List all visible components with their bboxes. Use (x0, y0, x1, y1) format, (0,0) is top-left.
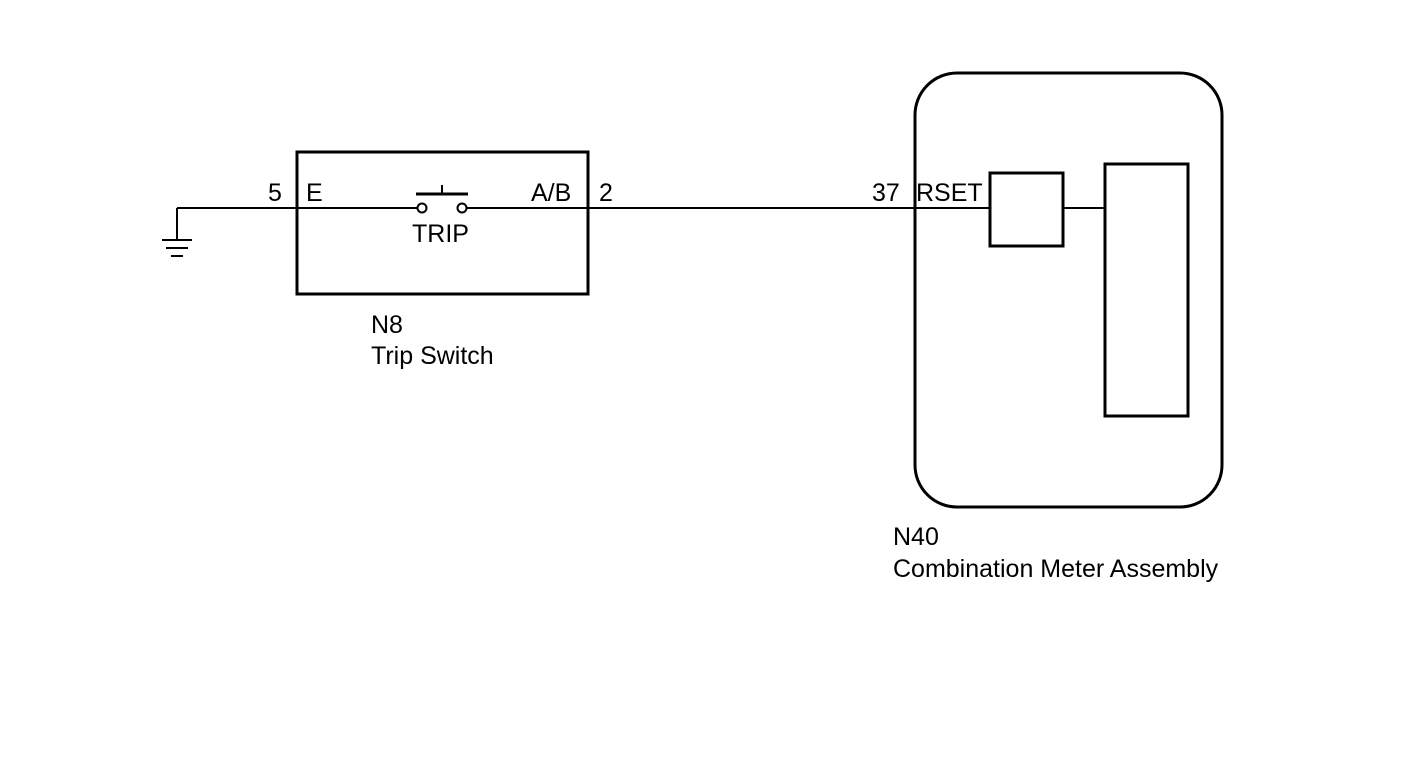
pin-label-5: 5 (268, 179, 282, 207)
pin-name-rset: RSET (916, 179, 983, 207)
meter-processor-block (1103, 162, 1190, 418)
meter-interface-block (988, 171, 1065, 248)
combination-meter-outline (913, 71, 1224, 509)
combination-meter-name: Combination Meter Assembly (893, 555, 1219, 583)
trip-switch-box (295, 150, 590, 296)
push-switch-icon (416, 185, 468, 214)
pin-label-2: 2 (599, 179, 613, 207)
pin-name-e: E (306, 179, 323, 207)
combination-meter-connector-id: N40 (893, 523, 939, 551)
trip-switch-connector-id: N8 (371, 311, 403, 339)
trip-switch-name: Trip Switch (371, 342, 494, 370)
ground-icon (162, 208, 192, 257)
pin-name-ab: A/B (531, 179, 572, 207)
switch-label-trip: TRIP (412, 220, 469, 248)
pin-label-37: 37 (872, 179, 900, 207)
